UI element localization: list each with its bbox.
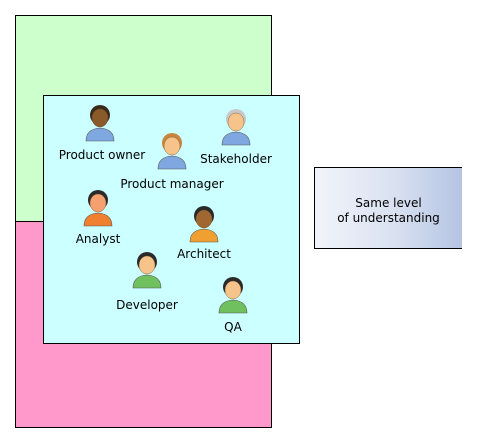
- person-label: Product manager: [120, 177, 224, 191]
- person-face: [163, 136, 181, 156]
- person-shirt: [157, 155, 187, 170]
- person-face: [195, 209, 213, 229]
- person-icon-stakeholder: [221, 109, 251, 146]
- person-shirt: [221, 131, 251, 146]
- person-icon-developer: [132, 252, 162, 289]
- person-shirt: [132, 274, 162, 289]
- person-label: Developer: [116, 298, 178, 312]
- person-icon-product-owner: [85, 105, 115, 142]
- annotation-note: Same level of understanding: [314, 167, 462, 249]
- person-label: Stakeholder: [200, 152, 272, 166]
- person-label: Architect: [177, 247, 231, 261]
- person-shirt: [83, 212, 113, 227]
- person-icon-analyst: [83, 190, 113, 227]
- person-shirt: [85, 127, 115, 142]
- person-label: Product owner: [58, 148, 146, 162]
- person-icon-qa: [218, 277, 248, 314]
- person-shirt: [218, 299, 248, 314]
- person-shirt: [189, 228, 219, 243]
- person-icon-product-manager: [157, 133, 187, 170]
- note-text: Same level of understanding: [315, 196, 462, 226]
- person-face: [224, 280, 242, 300]
- person-face: [89, 193, 107, 213]
- note-line-1: Same level: [355, 196, 422, 210]
- person-icon-architect: [189, 206, 219, 243]
- person-face: [227, 112, 245, 132]
- person-face: [91, 108, 109, 128]
- note-line-2: of understanding: [337, 211, 440, 225]
- team-box: Product owner Product manager Stakeholde…: [43, 95, 300, 344]
- person-face: [138, 255, 156, 275]
- person-label: Analyst: [75, 232, 121, 246]
- person-label: QA: [224, 320, 242, 334]
